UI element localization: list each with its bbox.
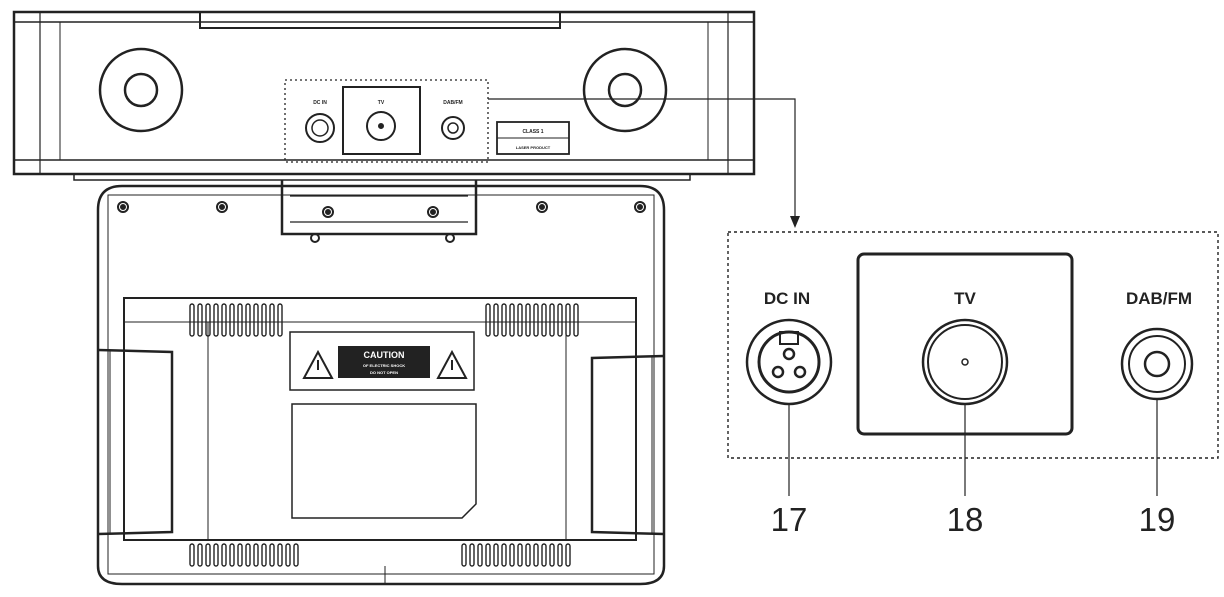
dc-in-small-icon: [305, 113, 335, 143]
vent-slot: [245, 303, 251, 337]
vent-slot: [533, 543, 539, 567]
dc-in-label: DC IN: [764, 289, 810, 308]
laser-label-line2: LASER PRODUCT: [516, 145, 551, 150]
vent-slot: [253, 543, 259, 567]
caution-title: CAUTION: [364, 350, 405, 360]
dc-in-small-label: DC IN: [313, 100, 327, 106]
vent-slot: [509, 543, 515, 567]
coax-socket-icon: [921, 318, 1009, 406]
vent-slot: [221, 543, 227, 567]
vent-slot: [477, 543, 483, 567]
vent-slot: [525, 303, 531, 337]
vent-bottom-left: [189, 543, 299, 567]
vent-slot: [557, 303, 563, 337]
vent-slot: [493, 303, 499, 337]
vent-slot: [557, 543, 563, 567]
callout-number-18: 18: [947, 501, 984, 538]
vent-slot: [541, 543, 547, 567]
vent-slot: [277, 543, 283, 567]
vent-slot: [205, 303, 211, 337]
vent-slot: [277, 303, 283, 337]
antenna-socket-icon: [1120, 327, 1194, 401]
callout-panel: [727, 231, 1219, 496]
vent-slot: [525, 543, 531, 567]
tv-label: TV: [954, 289, 976, 308]
dab-fm-label: DAB/FM: [1126, 289, 1192, 308]
vent-slot: [493, 543, 499, 567]
vent-slot: [197, 543, 203, 567]
vent-top-left: [189, 303, 283, 337]
vent-slot: [469, 543, 475, 567]
vent-slot: [213, 543, 219, 567]
vent-slot: [293, 543, 299, 567]
vent-slot: [189, 543, 195, 567]
lower-unit: [96, 180, 666, 586]
vent-slot: [549, 543, 555, 567]
warning-right-icon: [436, 349, 468, 379]
right-knob-icon: [582, 47, 668, 133]
vent-slot: [269, 543, 275, 567]
vent-slot: [485, 303, 491, 337]
vent-slot: [509, 303, 515, 337]
vent-slot: [229, 543, 235, 567]
vent-slot: [573, 303, 579, 337]
warning-left-icon: [302, 349, 334, 379]
vent-slot: [237, 303, 243, 337]
leader-line: [488, 98, 796, 222]
vent-slot: [501, 543, 507, 567]
caution-line2: DO NOT OPEN: [370, 370, 398, 375]
vent-slot: [517, 303, 523, 337]
vent-slot: [485, 543, 491, 567]
port-group-small: [284, 79, 570, 163]
vent-slot: [229, 303, 235, 337]
vent-top-right: [485, 303, 579, 337]
vent-slot: [261, 303, 267, 337]
dab-small-label: DAB/FM: [443, 100, 462, 106]
vent-slot: [461, 543, 467, 567]
callout-number-19: 19: [1139, 501, 1176, 538]
vent-slot: [549, 303, 555, 337]
laser-label-line1: CLASS 1: [522, 129, 543, 135]
top-unit: [12, 10, 756, 181]
callout-number-17: 17: [771, 501, 808, 538]
vent-slot: [501, 303, 507, 337]
vent-slot: [221, 303, 227, 337]
vent-slot: [533, 303, 539, 337]
vent-slot: [237, 543, 243, 567]
vent-slot: [213, 303, 219, 337]
vent-slot: [517, 543, 523, 567]
vent-slot: [565, 543, 571, 567]
vent-slot: [285, 543, 291, 567]
tv-small-label: TV: [378, 100, 385, 106]
left-knob-icon: [98, 47, 184, 133]
dab-small-icon: [441, 116, 465, 140]
tv-small-icon: [366, 111, 396, 141]
vent-slot: [197, 303, 203, 337]
vent-slot: [245, 543, 251, 567]
vent-bottom-right: [461, 543, 571, 567]
vent-slot: [541, 303, 547, 337]
vent-slot: [261, 543, 267, 567]
vent-slot: [565, 303, 571, 337]
vent-slot: [269, 303, 275, 337]
vent-slot: [205, 543, 211, 567]
vent-slot: [189, 303, 195, 337]
caution-line1: OF ELECTRIC SHOCK: [363, 363, 405, 368]
vent-slot: [253, 303, 259, 337]
